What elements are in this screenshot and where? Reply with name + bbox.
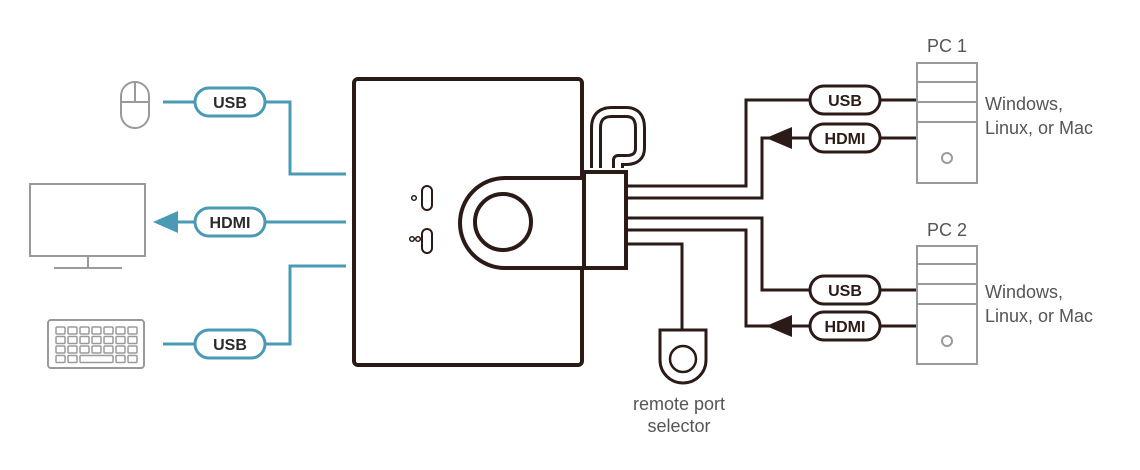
keyboard-key — [67, 345, 78, 354]
keyboard-key — [103, 335, 114, 345]
pc2-usb-port: USB — [808, 274, 882, 306]
pc1-tower: PC 1 Windows, Linux, or Mac — [916, 36, 1093, 184]
mouse-usb-port: USB — [193, 86, 267, 118]
pc1-hdmi-arrow — [766, 127, 792, 149]
pc2-hdmi-port: HDMI — [808, 310, 882, 342]
keyboard-key — [103, 345, 114, 354]
keyboard-key — [67, 326, 78, 335]
pc-tower-icon — [916, 62, 978, 184]
monitor-hdmi-label: HDMI — [210, 215, 251, 232]
pc1-usb-port: USB — [808, 84, 882, 116]
pc1-hdmi-label: HDMI — [825, 131, 866, 148]
pc2-hdmi-arrow — [766, 315, 792, 337]
keyboard-key — [127, 354, 138, 364]
remote-selector-icon — [658, 328, 708, 385]
pc2-usb-label: USB — [828, 283, 862, 300]
monitor-icon — [29, 183, 146, 269]
keyboard-key — [55, 335, 66, 345]
keyboard-key — [91, 345, 102, 354]
keyboard-usb-port: USB — [193, 328, 267, 360]
pc1-name: PC 1 — [927, 36, 967, 56]
mouse-usb-label: USB — [213, 95, 247, 112]
pc2-tower: PC 2 Windows, Linux, or Mac — [916, 220, 1093, 365]
keyboard-key — [115, 354, 126, 364]
keyboard-key — [67, 354, 78, 364]
keyboard-key — [79, 335, 90, 345]
keyboard-key — [55, 326, 66, 335]
keyboard-spacebar — [79, 354, 114, 364]
mouse-icon — [120, 81, 150, 129]
keyboard-key — [55, 345, 66, 354]
keyboard-key — [127, 326, 138, 335]
pc1-os-line2: Linux, or Mac — [985, 118, 1093, 138]
keyboard-key — [115, 345, 126, 354]
monitor-arrow — [153, 211, 178, 233]
pc2-os-line1: Windows, — [985, 282, 1063, 302]
kvm-switch-icon — [352, 77, 628, 367]
monitor-hdmi-port: HDMI — [193, 206, 267, 238]
pc1-os-line1: Windows, — [985, 94, 1063, 114]
keyboard-key — [91, 335, 102, 345]
keyboard-key — [115, 335, 126, 345]
keyboard-icon — [47, 319, 145, 369]
keyboard-key — [91, 326, 102, 335]
remote-label-line1: remote port — [633, 394, 725, 414]
pc2-name: PC 2 — [927, 220, 967, 240]
pc1-usb-label: USB — [828, 93, 862, 110]
keyboard-key — [115, 326, 126, 335]
keyboard-key — [55, 354, 66, 364]
pc-tower-icon — [916, 245, 978, 365]
pc1-hdmi-port: HDMI — [808, 122, 882, 154]
keyboard-key — [79, 345, 90, 354]
keyboard-key — [127, 345, 138, 354]
keyboard-keys — [55, 326, 138, 364]
keyboard-key — [67, 335, 78, 345]
keyboard-key — [103, 326, 114, 335]
remote-label-line2: selector — [647, 416, 710, 436]
keyboard-usb-label: USB — [213, 337, 247, 354]
keyboard-key — [127, 335, 138, 345]
pc2-os-line2: Linux, or Mac — [985, 306, 1093, 326]
pc2-hdmi-label: HDMI — [825, 319, 866, 336]
keyboard-key — [79, 326, 90, 335]
